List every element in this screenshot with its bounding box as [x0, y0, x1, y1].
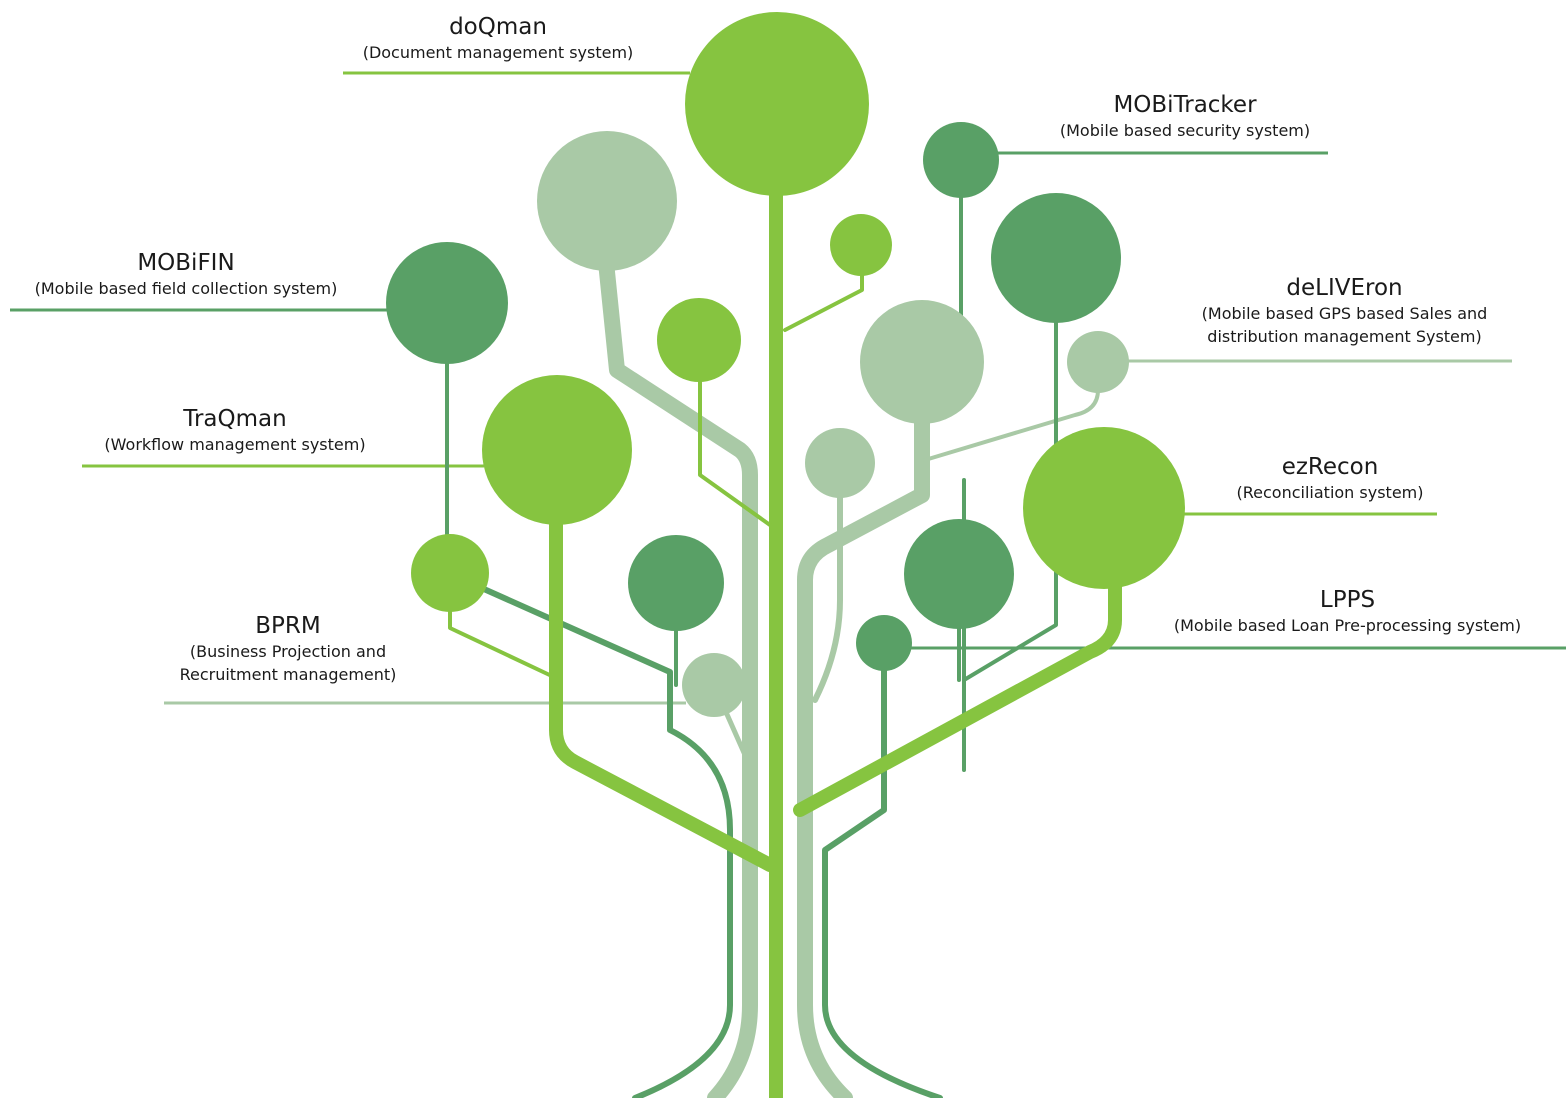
leaf-green-mid-right [904, 519, 1014, 629]
branch-lime-ezrecon [793, 568, 1122, 817]
leaf-traqman [482, 375, 632, 525]
label-ezrecon-desc: (Reconciliation system) [1236, 483, 1424, 502]
leaf-doqman [685, 12, 869, 196]
branch-lime-traqman [549, 518, 777, 872]
label-doqman-title: doQman [449, 14, 547, 40]
branch-green-left [445, 570, 733, 1098]
label-mobitracker-desc: (Mobile based security system) [1059, 121, 1311, 140]
label-bprm: BPRM (Business Projection and Recruitmen… [163, 612, 413, 686]
leaf-lime-small-top [830, 214, 892, 276]
label-lpps-desc: (Mobile based Loan Pre-processing system… [1173, 616, 1522, 635]
branch-sage-small-mid [812, 460, 843, 703]
branch-lime-left-small [698, 338, 772, 527]
label-doqman: doQman (Document management system) [343, 13, 653, 64]
label-lpps: LPPS (Mobile based Loan Pre-processing s… [1130, 586, 1565, 637]
label-ezrecon: ezRecon (Reconciliation system) [1200, 453, 1460, 504]
leaf-lime-left [657, 298, 741, 382]
branch-sage-right [797, 407, 930, 1098]
leaf-green-center [628, 535, 724, 631]
leaf-green-big-right [991, 193, 1121, 323]
branch-sage-left [598, 254, 758, 1098]
tree-leaves [386, 12, 1185, 717]
label-mobifin-title: MOBiFIN [137, 250, 235, 276]
label-deliveron-title: deLIVEron [1286, 275, 1403, 301]
label-traqman-title: TraQman [183, 406, 287, 432]
label-bprm-desc-2: Recruitment management) [179, 665, 397, 684]
label-lpps-title: LPPS [1319, 587, 1376, 613]
label-mobitracker-title: MOBiTracker [1113, 92, 1257, 118]
leaf-sage-mid [805, 428, 875, 498]
leaf-lime-bprm-small [411, 534, 489, 612]
label-doqman-desc: (Document management system) [362, 43, 634, 62]
label-bprm-title: BPRM [255, 613, 321, 639]
label-bprm-desc-1: (Business Projection and [189, 642, 387, 661]
leaf-ezrecon [1023, 427, 1185, 589]
label-traqman-desc: (Workflow management system) [104, 435, 366, 454]
branch-green-big-right [962, 256, 1058, 682]
leaf-mobifin [386, 242, 508, 364]
label-traqman: TraQman (Workflow management system) [80, 405, 390, 456]
leaf-mobitracker [923, 122, 999, 198]
tree-branches [445, 158, 1122, 1098]
leaf-sage-right [860, 300, 984, 424]
branch-green-right [822, 640, 943, 1098]
label-deliveron: deLIVEron (Mobile based GPS based Sales … [1172, 274, 1517, 348]
label-mobitracker: MOBiTracker (Mobile based security syste… [1030, 91, 1340, 142]
leaf-deliveron [1067, 331, 1129, 393]
leaf-lpps [856, 615, 912, 671]
leaf-sage-top-left [537, 131, 677, 271]
label-mobifin: MOBiFIN (Mobile based field collection s… [8, 249, 364, 300]
label-deliveron-desc-2: distribution management System) [1207, 327, 1482, 346]
label-deliveron-desc-1: (Mobile based GPS based Sales and [1201, 304, 1488, 323]
label-mobifin-desc: (Mobile based field collection system) [34, 279, 338, 298]
label-ezrecon-title: ezRecon [1281, 454, 1379, 480]
leaf-bprm [682, 653, 746, 717]
callout-lines [10, 71, 1566, 705]
